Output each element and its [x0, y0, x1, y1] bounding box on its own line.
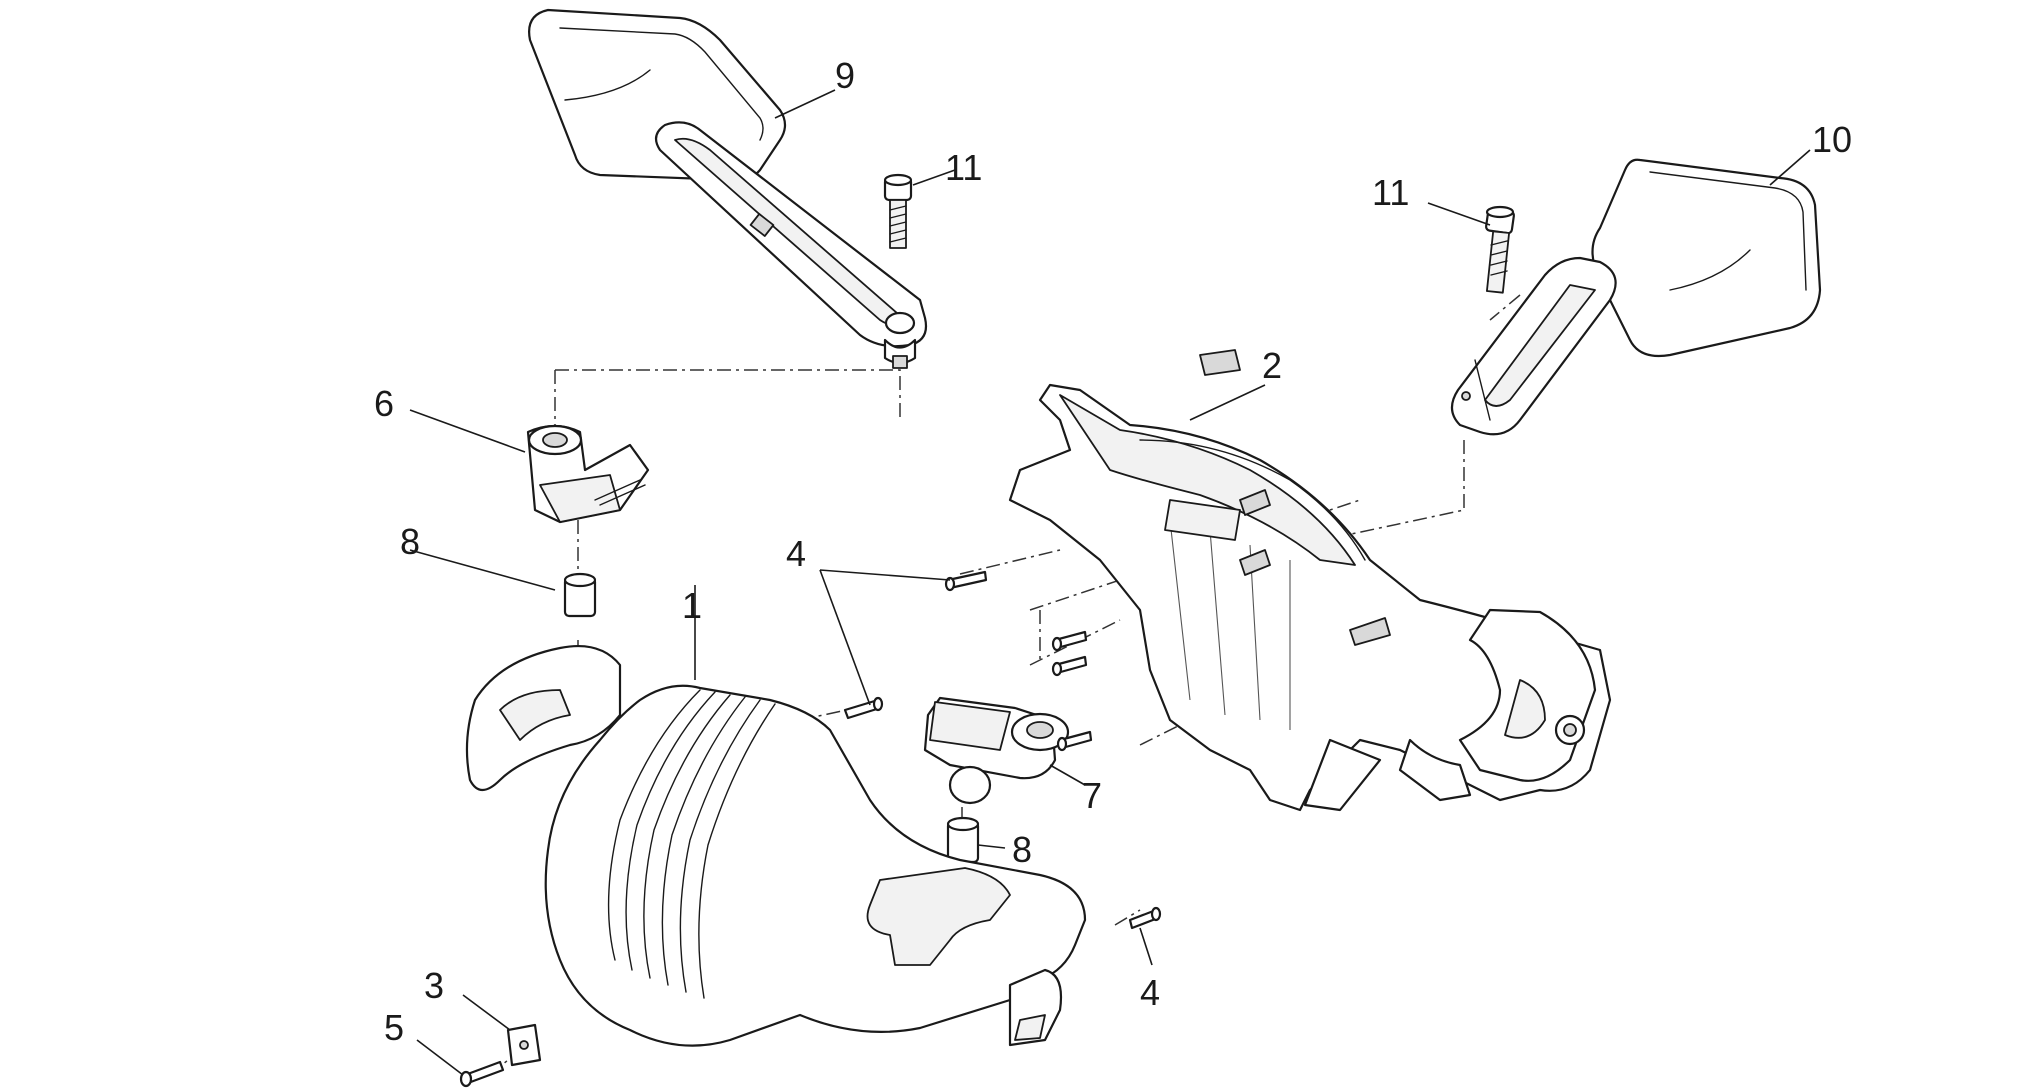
- screw-4-d: [1051, 655, 1088, 677]
- callout-2: 2: [1262, 345, 1282, 386]
- front-handlebar-cover: [465, 644, 1087, 1047]
- callout-7: 7: [1082, 775, 1102, 816]
- screw-11-right: [1485, 205, 1515, 294]
- callout-11-right: 11: [1372, 172, 1409, 213]
- screw-4-a: [944, 570, 988, 592]
- bracket-7: [923, 696, 1070, 805]
- callout-8-top: 8: [400, 521, 420, 562]
- callout-11-left: 11: [945, 147, 982, 188]
- mirror-left: [528, 8, 928, 369]
- spacer-8-bottom: [946, 816, 980, 864]
- screw-4-b: [843, 696, 884, 720]
- callout-labels: 9 11 11 10 2 6 8 1 4 7 8 4 3 5: [374, 55, 1852, 1048]
- rear-handlebar-cover: [1008, 349, 1612, 812]
- screw-4-c: [1051, 630, 1088, 652]
- clip-3: [506, 1023, 542, 1067]
- callout-4-upper: 4: [786, 533, 806, 574]
- screw-4-e: [1056, 730, 1093, 752]
- screw-4-f: [1128, 906, 1162, 930]
- callout-5: 5: [384, 1007, 404, 1048]
- callout-6: 6: [374, 383, 394, 424]
- spacer-8-top: [563, 572, 597, 618]
- callout-9: 9: [835, 55, 855, 96]
- callout-3: 3: [424, 965, 444, 1006]
- screw-5: [459, 1060, 505, 1088]
- mirror-right: [1450, 158, 1822, 436]
- leader-lines: [409, 89, 1811, 1076]
- screw-11-left: [883, 173, 913, 249]
- callout-8-bottom: 8: [1012, 829, 1032, 870]
- bracket-6: [526, 424, 650, 524]
- callout-10: 10: [1812, 119, 1852, 160]
- callout-4-lower: 4: [1140, 972, 1160, 1013]
- callout-1: 1: [682, 585, 702, 626]
